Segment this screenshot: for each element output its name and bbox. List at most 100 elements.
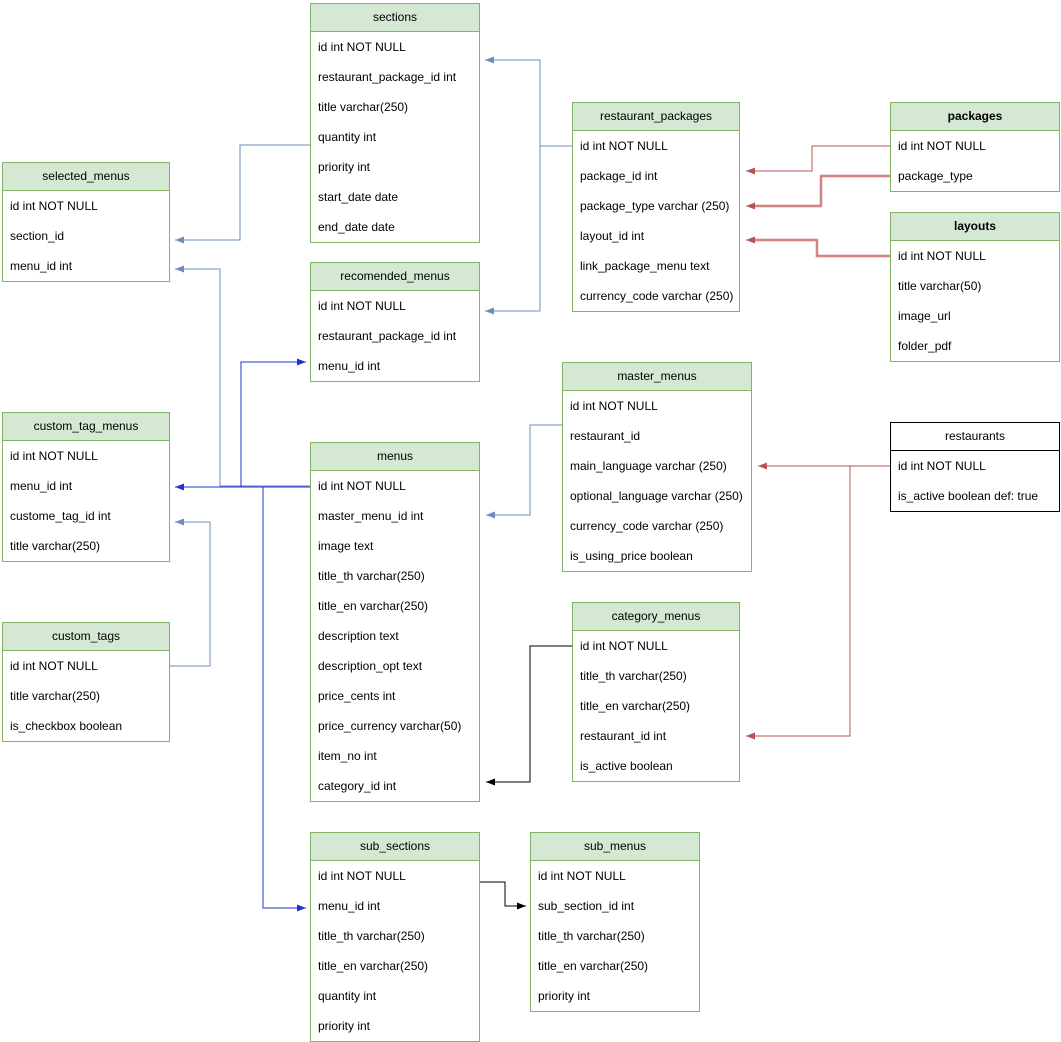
table-field[interactable]: image_url: [898, 309, 951, 323]
connector-menus-selected-menus[interactable]: [175, 265, 310, 487]
table-field[interactable]: currency_code varchar (250): [570, 519, 724, 533]
connector-packages-id-restaurant-packages[interactable]: [746, 145, 890, 175]
table-field[interactable]: id int NOT NULL: [318, 869, 406, 883]
table-field[interactable]: category_id int: [318, 779, 397, 793]
table-field[interactable]: id int NOT NULL: [10, 449, 98, 463]
table-field[interactable]: priority int: [318, 160, 371, 174]
table-field[interactable]: quantity int: [318, 989, 377, 1003]
table-field[interactable]: priority int: [538, 989, 591, 1003]
table-field[interactable]: id int NOT NULL: [898, 139, 986, 153]
connector-restaurants-category-menus[interactable]: [746, 466, 851, 740]
table-field[interactable]: id int NOT NULL: [318, 299, 406, 313]
table-field[interactable]: title varchar(250): [10, 539, 101, 553]
table-field[interactable]: currency_code varchar (250): [580, 289, 734, 303]
table-field[interactable]: package_type: [898, 169, 973, 183]
table-restaurants[interactable]: restaurants id int NOT NULL is_active boo…: [890, 422, 1060, 512]
table-field[interactable]: sub_section_id int: [538, 899, 635, 913]
table-field[interactable]: title_en varchar(250): [580, 699, 691, 713]
table-recomended-menus[interactable]: recomended_menus id int NOT NULL restaura…: [310, 262, 480, 382]
table-category-menus[interactable]: category_menus id int NOT NULL title_th v…: [572, 602, 740, 782]
table-field[interactable]: title_en varchar(250): [318, 599, 429, 613]
table-field[interactable]: menu_id int: [318, 359, 381, 373]
table-field[interactable]: title_th varchar(250): [318, 929, 425, 943]
table-title[interactable]: custom_tag_menus: [3, 413, 169, 441]
table-field[interactable]: section_id: [10, 229, 65, 243]
connector-category-menus-menus[interactable]: [486, 645, 572, 786]
table-field[interactable]: price_cents int: [318, 689, 396, 703]
table-field[interactable]: restaurant_package_id int: [318, 70, 457, 84]
table-field[interactable]: title varchar(50): [898, 279, 982, 293]
table-field[interactable]: main_language varchar (250): [570, 459, 727, 473]
table-field[interactable]: id int NOT NULL: [570, 399, 658, 413]
table-field[interactable]: link_package_menu text: [580, 259, 710, 273]
table-sub-menus[interactable]: sub_menus id int NOT NULL sub_section_id …: [530, 832, 700, 1012]
table-title[interactable]: restaurant_packages: [573, 103, 739, 131]
table-field[interactable]: restaurant_id: [570, 429, 641, 443]
table-field[interactable]: title varchar(250): [10, 689, 101, 703]
table-field[interactable]: description_opt text: [318, 659, 423, 673]
connector-custom-tags-custom-tag-menus[interactable]: [170, 518, 211, 667]
table-field[interactable]: title_en varchar(250): [318, 959, 429, 973]
table-field[interactable]: package_id int: [580, 169, 658, 183]
table-title[interactable]: master_menus: [563, 363, 751, 391]
table-field[interactable]: start_date date: [318, 190, 399, 204]
connector-packages-type-restaurant-packages[interactable]: [746, 175, 890, 210]
table-field[interactable]: id int NOT NULL: [538, 869, 626, 883]
table-field[interactable]: is_active boolean def: true: [898, 489, 1039, 503]
table-field[interactable]: custome_tag_id int: [10, 509, 111, 523]
connector-sections-selected-menus[interactable]: [175, 144, 310, 244]
table-field[interactable]: master_menu_id int: [318, 509, 424, 523]
table-field[interactable]: menu_id int: [10, 259, 73, 273]
table-field[interactable]: quantity int: [318, 130, 377, 144]
table-field[interactable]: id int NOT NULL: [580, 639, 668, 653]
table-custom-tags[interactable]: custom_tags id int NOT NULL title varchar…: [2, 622, 170, 742]
table-field[interactable]: package_type varchar (250): [580, 199, 730, 213]
connector-restaurant-packages-recomended-menus[interactable]: [485, 146, 541, 315]
table-field[interactable]: id int NOT NULL: [580, 139, 668, 153]
table-field[interactable]: image text: [318, 539, 374, 553]
connector-menus-sub-sections[interactable]: [262, 487, 306, 912]
table-title[interactable]: restaurants: [891, 423, 1059, 451]
table-field[interactable]: price_currency varchar(50): [318, 719, 462, 733]
table-field[interactable]: title_th varchar(250): [580, 669, 687, 683]
table-title[interactable]: category_menus: [573, 603, 739, 631]
table-field[interactable]: id int NOT NULL: [318, 40, 406, 54]
table-field[interactable]: title_th varchar(250): [538, 929, 645, 943]
table-selected-menus[interactable]: selected_menus id int NOT NULL section_id…: [2, 162, 170, 282]
connector-layouts-restaurant-packages[interactable]: [746, 236, 890, 257]
table-restaurant-packages[interactable]: restaurant_packages id int NOT NULL packa…: [572, 102, 740, 312]
table-field[interactable]: title_en varchar(250): [538, 959, 649, 973]
table-title[interactable]: recomended_menus: [311, 263, 479, 291]
table-custom-tag-menus[interactable]: custom_tag_menus id int NOT NULL menu_id …: [2, 412, 170, 562]
table-title[interactable]: menus: [311, 443, 479, 471]
table-field[interactable]: priority int: [318, 1019, 371, 1033]
table-field[interactable]: folder_pdf: [898, 339, 952, 353]
table-field[interactable]: description text: [318, 629, 399, 643]
table-field[interactable]: title_th varchar(250): [318, 569, 425, 583]
connector-sub-sections-sub-menus[interactable]: [480, 881, 526, 910]
connector-master-menus-menus[interactable]: [486, 424, 562, 519]
table-field[interactable]: restaurant_id int: [580, 729, 667, 743]
table-field[interactable]: restaurant_package_id int: [318, 329, 457, 343]
table-field[interactable]: layout_id int: [580, 229, 645, 243]
table-field[interactable]: is_checkbox boolean: [10, 719, 123, 733]
table-title[interactable]: sub_menus: [531, 833, 699, 861]
table-field[interactable]: id int NOT NULL: [10, 659, 98, 673]
table-field[interactable]: item_no int: [318, 749, 377, 763]
table-field[interactable]: is_active boolean: [580, 759, 673, 773]
table-field[interactable]: id int NOT NULL: [898, 459, 986, 473]
table-field[interactable]: id int NOT NULL: [10, 199, 98, 213]
table-title[interactable]: custom_tags: [3, 623, 169, 651]
table-field[interactable]: menu_id int: [10, 479, 73, 493]
table-title[interactable]: sub_sections: [311, 833, 479, 861]
table-field[interactable]: id int NOT NULL: [898, 249, 986, 263]
table-field[interactable]: is_using_price boolean: [570, 549, 693, 563]
table-master-menus[interactable]: master_menus id int NOT NULL restaurant_i…: [562, 362, 752, 572]
table-title[interactable]: selected_menus: [3, 163, 169, 191]
table-field[interactable]: end_date date: [318, 220, 395, 234]
